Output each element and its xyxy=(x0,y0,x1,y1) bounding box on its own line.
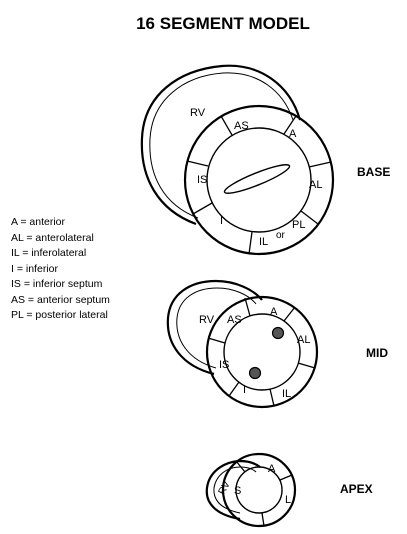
legend-item: PL = posterior lateral xyxy=(11,309,108,321)
apex-label-a: A xyxy=(268,463,276,475)
base-inner-ring xyxy=(206,127,312,233)
mid-level: RV AS A AL IL I IS xyxy=(166,279,319,409)
legend-item: IS = inferior septum xyxy=(11,278,103,290)
apex-outer-ring xyxy=(221,452,297,528)
base-label-is: IS xyxy=(197,174,207,186)
mid-outer-ring xyxy=(205,295,319,409)
page-title: 16 SEGMENT MODEL xyxy=(136,14,310,33)
base-rv-outline xyxy=(140,64,302,226)
legend-item: I = inferior xyxy=(11,262,58,275)
apex-label-rv: RV xyxy=(217,479,233,497)
mid-label-a: A xyxy=(270,306,278,318)
mid-papillary-muscle-lower xyxy=(248,366,262,380)
base-label-pl: PL xyxy=(292,219,305,231)
mid-label-il: IL xyxy=(282,388,291,400)
base-label-rv: RV xyxy=(190,107,206,119)
mid-inner-ring xyxy=(223,313,301,391)
mid-papillary-muscle-upper xyxy=(271,326,285,340)
level-label-apex: APEX xyxy=(340,482,373,496)
apex-inner-ring xyxy=(235,466,283,514)
base-label-or: or xyxy=(276,230,286,241)
legend-item: AS = anterior septum xyxy=(11,293,110,306)
base-label-i: I xyxy=(220,215,223,227)
mid-rv-outline xyxy=(166,279,263,376)
base-label-a: A xyxy=(289,128,297,140)
mid-label-al: AL xyxy=(297,334,310,346)
base-outer-ring xyxy=(183,104,335,256)
mid-segment-dividers xyxy=(207,297,316,407)
mid-label-as: AS xyxy=(227,314,242,326)
level-label-mid: MID xyxy=(366,346,388,360)
apex-label-s: S xyxy=(234,485,241,497)
base-level: RV AS A AL PL or IL I IS xyxy=(140,64,335,256)
legend-item: A = anterior xyxy=(11,216,65,228)
base-rv-inner-outline xyxy=(149,72,294,219)
apex-segment-dividers xyxy=(235,460,293,527)
mid-label-i: I xyxy=(243,384,246,396)
mid-rv-inner-outline xyxy=(176,287,257,369)
abbreviation-legend: A = anterior AL = anterolateral IL = inf… xyxy=(11,215,110,324)
mid-label-is: IS xyxy=(219,359,229,371)
apex-label-l: L xyxy=(285,494,291,506)
mid-label-rv: RV xyxy=(199,314,215,326)
level-label-base: BASE xyxy=(357,165,390,179)
base-label-as: AS xyxy=(234,120,249,132)
base-mitral-valve xyxy=(223,164,291,194)
apex-level: RV S A L xyxy=(205,452,297,528)
base-label-al: AL xyxy=(309,179,322,191)
apex-rv-outline xyxy=(205,459,261,521)
legend-item: AL = anterolateral xyxy=(11,231,94,244)
base-segment-dividers xyxy=(186,115,332,255)
legend-item: IL = inferolateral xyxy=(11,247,87,259)
base-label-il: IL xyxy=(259,236,268,248)
